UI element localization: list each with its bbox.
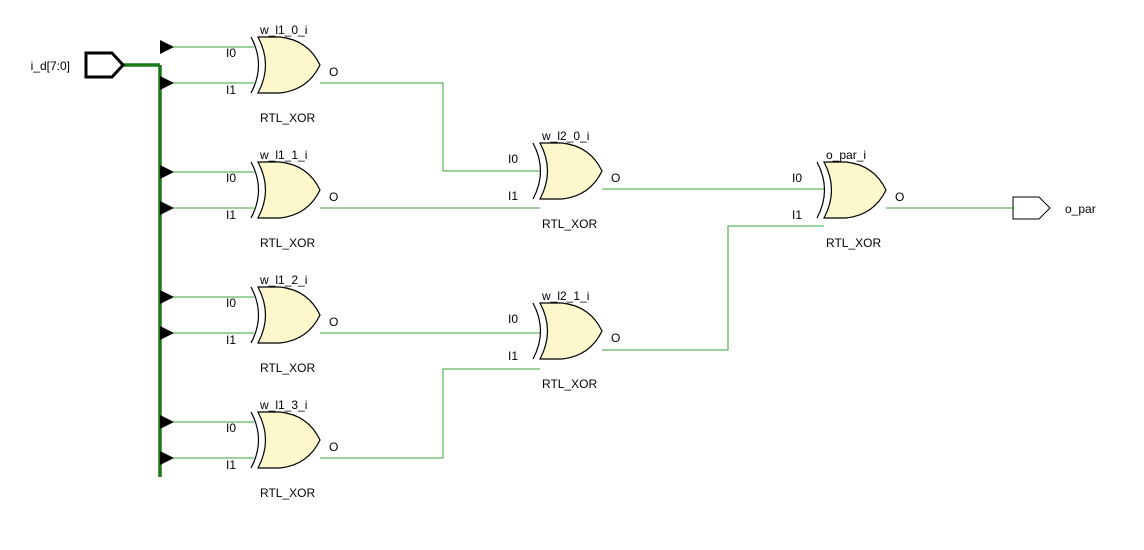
xor-gate-icon [256,161,321,219]
xor-gate-icon [538,142,603,200]
xor-gate-input-arc [532,302,542,360]
gate-pin-i0-label: I0 [508,152,518,166]
net-l2-1-to-opar [602,225,824,351]
gate-pin-i0-label: I0 [226,296,236,310]
gate-pin-o-label: O [329,65,338,79]
xor-gate-icon [256,36,321,94]
bus-ripper-arrow-icon [160,201,174,215]
bus-ripper-arrow-icon [160,415,174,429]
input-port-i_d[interactable]: i_d[7:0] [31,51,126,79]
xor-gate-icon [256,411,321,469]
gate-pin-o-label: O [611,171,620,185]
ports-layer: i_d[7:0] o_par [31,40,1096,465]
xor-gate-input-arc [250,286,260,344]
xor-gate-input-arc [816,161,826,219]
xor-gate-input-arc [250,161,260,219]
gate-pin-i0-label: I0 [226,421,236,435]
net-l1-0-to-l2-0 [320,82,540,172]
gate-pin-i0-label: I0 [508,312,518,326]
gate-type-label: RTL_XOR [542,217,597,231]
xor-gate-icon [822,161,887,219]
xor-gate-input-arc [250,36,260,94]
gate-type-label: RTL_XOR [260,361,315,375]
gate-instance-name: w_l2_0_i [541,129,589,143]
gate-pin-i1-label: I1 [226,333,236,347]
gate-pin-o-label: O [329,315,338,329]
output-port-o_par[interactable]: o_par [1012,196,1096,220]
gate-type-label: RTL_XOR [260,111,315,125]
xor-gate-icon [256,286,321,344]
bus-ripper-arrow-icon [160,290,174,304]
gate-pin-o-label: O [611,331,620,345]
gate-pin-i0-label: I0 [792,171,802,185]
gate-pin-i1-label: I1 [226,458,236,472]
gate-instance-name: w_l1_1_i [259,148,307,162]
gate-pin-i1-label: I1 [508,189,518,203]
gate-pin-o-label: O [895,190,904,204]
gate-instance-name: o_par_i [826,148,866,162]
gate-pin-i1-label: I1 [226,83,236,97]
bus-ripper-arrow-icon [160,451,174,465]
gate-pin-i0-label: I0 [226,171,236,185]
gate-instance-name: w_l1_3_i [259,398,307,412]
wires-layer [122,46,1013,477]
gate-pin-o-label: O [329,440,338,454]
gate-type-label: RTL_XOR [260,236,315,250]
input-port-label: i_d[7:0] [31,59,70,73]
gate-pin-i1-label: I1 [792,208,802,222]
gate-pin-i1-label: I1 [226,208,236,222]
gate-instance-name: w_l2_1_i [541,289,589,303]
gate-pin-i0-label: I0 [226,46,236,60]
gate-pin-o-label: O [329,190,338,204]
output-port-icon [1012,196,1051,220]
gate-type-label: RTL_XOR [826,236,881,250]
net-l1-3-to-l2-1 [320,368,540,459]
gates-layer: w_l1_0_iRTL_XORI0I1Ow_l1_1_iRTL_XORI0I1O… [226,23,904,500]
input-port-icon [84,51,126,79]
xor-gate-icon [538,302,603,360]
gate-type-label: RTL_XOR [260,486,315,500]
gate-type-label: RTL_XOR [542,377,597,391]
gate-instance-name: w_l1_0_i [259,23,307,37]
gate-pin-i1-label: I1 [508,349,518,363]
bus-ripper-arrow-icon [160,40,174,54]
xor-gate-input-arc [250,411,260,469]
bus-ripper-arrow-icon [160,165,174,179]
gate-instance-name: w_l1_2_i [259,273,307,287]
output-port-label: o_par [1065,202,1096,216]
bus-ripper-arrow-icon [160,326,174,340]
xor-gate-input-arc [532,142,542,200]
bus-ripper-arrow-icon [160,76,174,90]
